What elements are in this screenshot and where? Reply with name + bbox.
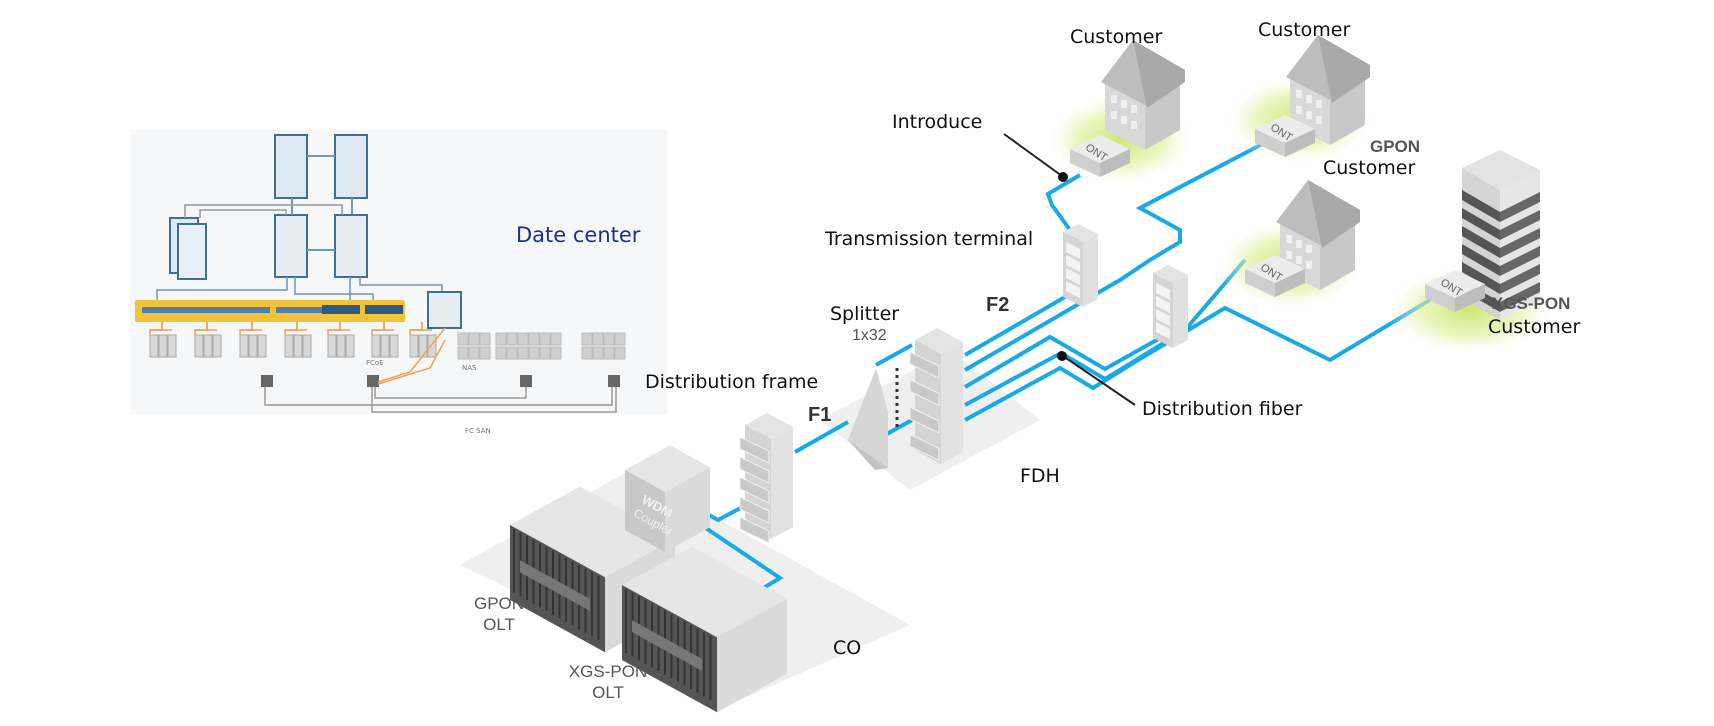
storage-array bbox=[581, 332, 626, 360]
fiber-f1 bbox=[794, 420, 849, 454]
fdh-cabinet bbox=[909, 328, 963, 464]
nas-label: NAS bbox=[462, 364, 477, 372]
fcoe-label: FCoE bbox=[366, 359, 384, 367]
splitter-ratio: 1x32 bbox=[852, 327, 887, 344]
gpon-tag: GPON bbox=[1370, 137, 1421, 156]
data-center-panel bbox=[130, 130, 667, 414]
xgs-pon-olt bbox=[622, 546, 787, 713]
server-rack bbox=[239, 334, 267, 358]
splitter-label: Splitter bbox=[830, 303, 900, 325]
server-rack bbox=[327, 334, 355, 358]
splitter bbox=[848, 368, 899, 470]
distribution-fiber-callout-line bbox=[1062, 355, 1136, 406]
f2-label: F2 bbox=[986, 294, 1010, 316]
data-center-label: Date center bbox=[516, 223, 641, 247]
customer-label-2: Customer bbox=[1258, 19, 1351, 41]
xgs-pon-olt-line2: OLT bbox=[592, 683, 624, 703]
customer-house-2 bbox=[1286, 35, 1370, 145]
gpon-olt-label: GPON OLT bbox=[470, 593, 528, 636]
ont-4: ONT bbox=[1425, 270, 1485, 312]
introduce-callout-line bbox=[1003, 133, 1063, 177]
gpon-olt-line1: GPON bbox=[473, 594, 525, 613]
f1-label: F1 bbox=[808, 404, 832, 426]
customer-house-1 bbox=[1101, 40, 1185, 150]
distribution-frame-label: Distribution frame bbox=[645, 371, 819, 393]
san-switch bbox=[608, 375, 620, 387]
aggregation-switch bbox=[169, 198, 368, 280]
fiber-f2-1 bbox=[963, 295, 1067, 357]
transmission-terminal-1 bbox=[1063, 224, 1098, 307]
storage-switch bbox=[427, 291, 462, 329]
transmission-terminal-2 bbox=[1153, 265, 1188, 348]
fiber-f2-5 bbox=[964, 298, 1432, 422]
fiber-f2-3 bbox=[963, 334, 1163, 389]
fdh-label: FDH bbox=[1020, 465, 1060, 487]
xgs-pon-olt-line1: XGS-PON bbox=[568, 662, 648, 681]
storage-array bbox=[495, 332, 562, 360]
san-switch bbox=[261, 375, 273, 387]
server-rack bbox=[149, 334, 177, 358]
server-racks bbox=[149, 322, 626, 360]
server-rack bbox=[409, 334, 437, 358]
fc-san-label: FC SAN bbox=[465, 427, 491, 435]
distribution-frame bbox=[739, 413, 793, 544]
san-switch bbox=[520, 375, 532, 387]
fiber-f2-2 bbox=[963, 138, 1271, 372]
xgs-pon-olt-label: XGS-PON OLT bbox=[566, 661, 650, 704]
ont-1: ONT bbox=[1070, 135, 1130, 177]
data-center-background bbox=[130, 130, 667, 414]
gpon-olt-line2: OLT bbox=[483, 615, 515, 635]
customer-label-4: Customer bbox=[1488, 316, 1581, 338]
distribution-fiber-label: Distribution fiber bbox=[1142, 398, 1303, 420]
core-switch bbox=[274, 134, 368, 199]
distribution-fiber-callout-dot bbox=[1057, 351, 1067, 361]
san-switch bbox=[367, 375, 379, 387]
storage-array bbox=[457, 332, 491, 360]
server-rack bbox=[284, 334, 312, 358]
ont-3: ONT bbox=[1245, 255, 1305, 297]
xgs-pon-tag: XGS-PON bbox=[1492, 294, 1571, 313]
customer-label-3: Customer bbox=[1323, 157, 1416, 179]
transmission-terminal-label: Transmission terminal bbox=[825, 228, 1034, 250]
ont-2: ONT bbox=[1255, 115, 1315, 157]
server-rack bbox=[371, 334, 399, 358]
server-rack bbox=[194, 334, 222, 358]
fiber-split-1 bbox=[875, 343, 913, 367]
customer-label-1: Customer bbox=[1070, 26, 1163, 48]
co-label: CO bbox=[833, 637, 862, 659]
introduce-callout-dot bbox=[1058, 172, 1068, 182]
introduce-label: Introduce bbox=[892, 111, 983, 133]
